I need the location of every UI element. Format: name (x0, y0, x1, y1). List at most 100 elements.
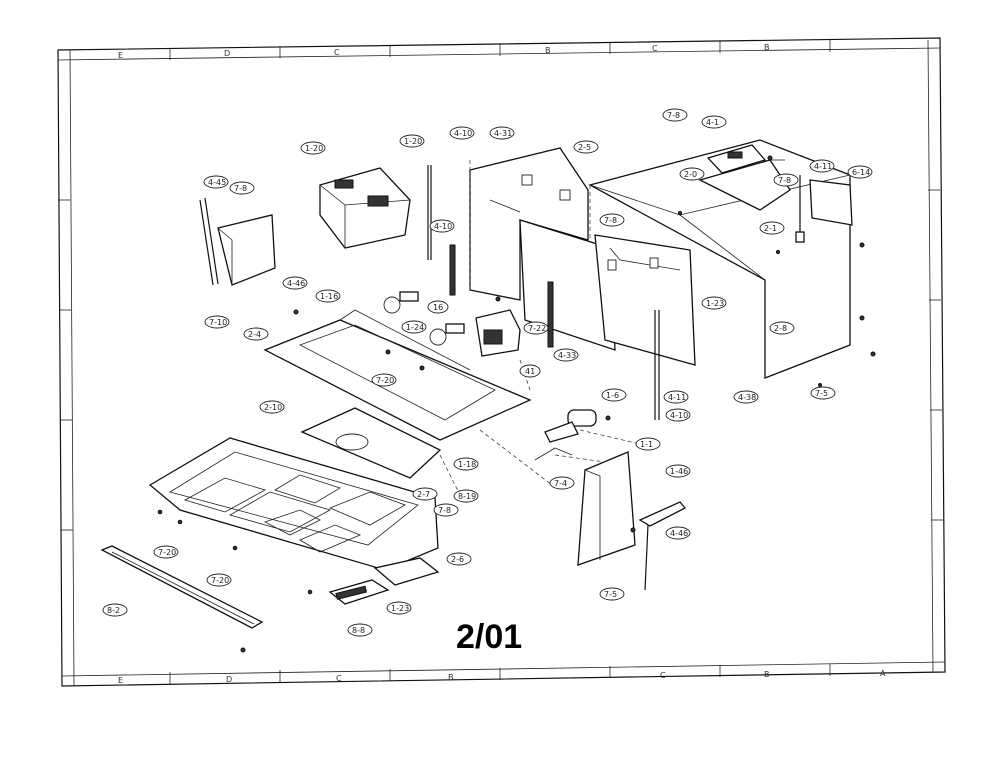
callout-label: 4-11 (814, 162, 832, 171)
callout-label: 1-6 (606, 391, 619, 400)
callout-label: 7-5 (815, 389, 828, 398)
callout-label: 1-46 (670, 467, 688, 476)
callout: 4-1 (701, 115, 727, 129)
callout: 16 (427, 300, 449, 314)
callout-label: 4-1 (706, 118, 719, 127)
callout-label: 4-11 (668, 393, 686, 402)
callout-label: 1-20 (305, 144, 323, 153)
callout-label: 7-8 (604, 216, 617, 225)
callout-label: 7-20 (211, 576, 229, 585)
callout: 1-6 (601, 388, 627, 402)
callout: 4-10 (665, 408, 691, 422)
callout: 7-8 (433, 503, 459, 517)
callout-label: 2-8 (774, 324, 787, 333)
border-ticks-bottom: E D C B C B A (118, 669, 886, 685)
callout: 2-6 (446, 552, 472, 566)
callout: 4-38 (733, 390, 759, 404)
callout: 4-46 (665, 526, 691, 540)
callout: 1-20 (399, 134, 425, 148)
callout: 2-8 (769, 321, 795, 335)
callout: 7-8 (662, 108, 688, 122)
tick-label: C (336, 674, 342, 683)
callout: 4-11 (809, 159, 835, 173)
callout-label: 4-46 (670, 529, 688, 538)
callout-label: 4-45 (208, 178, 226, 187)
callout-label: 7-4 (554, 479, 567, 488)
callout-label: 7-8 (438, 506, 451, 515)
tick-label: B (764, 670, 770, 679)
tick-label: B (448, 673, 454, 682)
callout: 8-8 (347, 623, 373, 637)
tick-label: B (764, 43, 770, 52)
callout-label: 2-7 (417, 490, 430, 499)
callout: 4-31 (489, 126, 515, 140)
callout-label: 2-10 (264, 403, 282, 412)
callout: 1-1 (635, 437, 661, 451)
callout-label: 2-1 (764, 224, 777, 233)
bottom-tray (148, 437, 439, 595)
callout-label: 1-24 (406, 323, 424, 332)
callout-label: 16 (433, 303, 443, 312)
callout: 4-10 (449, 126, 475, 140)
fan-housing (319, 167, 411, 249)
cavity-panels (469, 147, 696, 366)
callout-label: 8-8 (352, 626, 365, 635)
callout: 7-20 (153, 545, 179, 559)
callout: 4-33 (553, 348, 579, 362)
tick-label: B (545, 46, 551, 55)
callout: 6-14 (847, 165, 873, 179)
tick-label: C (334, 48, 340, 57)
parts-drawing (100, 139, 876, 653)
border-ticks-top: E D C B C B (118, 43, 770, 60)
callout-label: 2-6 (451, 555, 464, 564)
callout-label: 8-19 (458, 492, 476, 501)
callout: 1-18 (453, 457, 479, 471)
callout: 2-7 (412, 487, 438, 501)
callout-label: 4-38 (738, 393, 756, 402)
callout: 7-20 (206, 573, 232, 587)
rods (199, 165, 660, 420)
callout: 8-2 (102, 603, 128, 617)
floor-frame (263, 309, 532, 441)
callout-label: 7-20 (376, 376, 394, 385)
callout-label: 4-10 (670, 411, 688, 420)
callout: 4-10 (429, 219, 455, 233)
callout: 1-23 (386, 601, 412, 615)
callout-label: 1-16 (320, 292, 338, 301)
callout-label: 1-23 (391, 604, 409, 613)
callout: 7-8 (773, 173, 799, 187)
date-stamp: 2/01 (456, 618, 522, 656)
callout-label: 7-22 (528, 324, 546, 333)
callout-label: 7-8 (234, 184, 247, 193)
callout-label: 2-0 (684, 170, 697, 179)
callout: 7-20 (371, 373, 397, 387)
tick-label: D (226, 675, 232, 684)
callout-label: 1-18 (458, 460, 476, 469)
callout: 1-23 (701, 296, 727, 310)
tick-label: E (118, 51, 123, 60)
callout-label: 1-1 (640, 440, 653, 449)
filter-plates (328, 557, 440, 605)
drawing-border (57, 37, 946, 687)
callout-label: 8-2 (107, 606, 120, 615)
callout: 1-24 (401, 320, 427, 334)
callout: 7-4 (549, 476, 575, 490)
callout-label: 6-14 (852, 168, 870, 177)
callout-label: 1-23 (706, 299, 724, 308)
callout: 7-10 (204, 315, 230, 329)
tick-label: A (880, 669, 886, 678)
callout: 8-19 (453, 489, 479, 503)
callout-label: 7-8 (778, 176, 791, 185)
callout: 1-16 (315, 289, 341, 303)
callout-label: 4-33 (558, 351, 576, 360)
callout-label: 7-10 (209, 318, 227, 327)
turntable-plate (300, 407, 442, 479)
callout: 1-46 (665, 464, 691, 478)
callout: 7-8 (229, 181, 255, 195)
callout-label: 4-10 (454, 129, 472, 138)
door-panel (577, 451, 687, 591)
vent-assembly (677, 144, 805, 255)
callout-label: 7-20 (158, 548, 176, 557)
outer-case (588, 139, 876, 387)
callout: 2-10 (259, 400, 285, 414)
